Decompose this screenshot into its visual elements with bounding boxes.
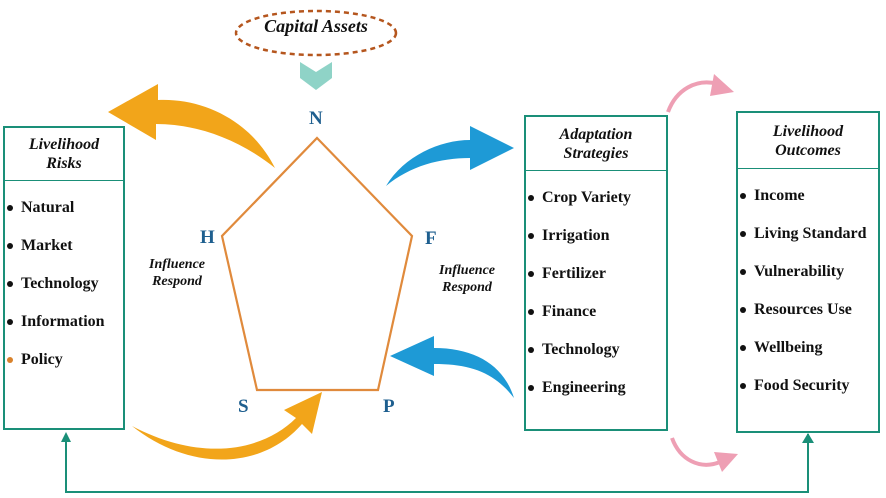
- livelihood-risks-box: Livelihood Risks Natural Market Technolo…: [3, 126, 125, 430]
- strategy-item-label: Crop Variety: [542, 189, 632, 206]
- adaptation-strategies-box: Adaptation Strategies Crop Variety Irrig…: [524, 115, 668, 431]
- bullet-icon: [528, 195, 534, 201]
- strategy-item-label: Technology: [542, 341, 620, 358]
- pink-arrow-top: [666, 80, 719, 113]
- bullet-icon: [7, 319, 13, 325]
- list-item: Crop Variety: [526, 188, 666, 226]
- left-influence-note: Influence Respond: [134, 256, 220, 290]
- risks-title-line2: Risks: [46, 155, 82, 172]
- list-item: Income: [738, 186, 878, 224]
- outcome-item-label: Resources Use: [754, 301, 852, 318]
- risk-item-label: Information: [21, 313, 105, 330]
- list-item: Natural: [5, 198, 123, 236]
- list-item: Wellbeing: [738, 338, 878, 376]
- bullet-icon: [740, 193, 746, 199]
- strategy-item-label: Fertilizer: [542, 265, 606, 282]
- vertex-s-label: S: [238, 396, 249, 417]
- outcome-item-label: Food Security: [754, 377, 850, 394]
- outcomes-title-line2: Outcomes: [775, 141, 841, 159]
- outcomes-title-line1: Livelihood: [772, 122, 844, 140]
- right-respond-text: Respond: [442, 280, 492, 295]
- bullet-icon: [528, 347, 534, 353]
- capital-chevron-icon: [300, 62, 332, 90]
- vertex-n-label: N: [309, 108, 323, 129]
- list-item: Technology: [526, 340, 666, 378]
- outcome-item-label: Income: [754, 187, 805, 204]
- risk-item-label: Natural: [21, 199, 75, 216]
- left-influence-text: Influence: [149, 257, 205, 272]
- vertex-p-label: P: [383, 396, 395, 417]
- list-item: Information: [5, 312, 123, 350]
- risk-item-label: Market: [21, 237, 73, 254]
- pink-arrowhead-top: [710, 74, 734, 96]
- vertex-h-label: H: [200, 227, 215, 248]
- list-item: Resources Use: [738, 300, 878, 338]
- outcomes-list: Income Living Standard Vulnerability Res…: [738, 186, 878, 414]
- risk-item-label: Policy: [21, 351, 63, 368]
- bullet-icon: [528, 309, 534, 315]
- right-influence-note: Influence Respond: [424, 262, 510, 296]
- list-item: Irrigation: [526, 226, 666, 264]
- list-item: Vulnerability: [738, 262, 878, 300]
- right-influence-text: Influence: [439, 263, 495, 278]
- bullet-icon: [7, 357, 13, 363]
- bullet-icon: [7, 281, 13, 287]
- outcome-item-label: Wellbeing: [754, 339, 823, 356]
- livelihood-outcomes-box: Livelihood Outcomes Income Living Standa…: [736, 111, 880, 433]
- adaptation-strategies-title: Adaptation Strategies: [526, 117, 666, 171]
- strategies-list: Crop Variety Irrigation Fertilizer Finan…: [526, 188, 666, 416]
- list-item: Market: [5, 236, 123, 274]
- vertex-f-label: F: [425, 228, 437, 249]
- list-item: Engineering: [526, 378, 666, 416]
- risks-list: Natural Market Technology Information Po…: [5, 198, 123, 388]
- list-item: Technology: [5, 274, 123, 312]
- strategies-title-line2: Strategies: [563, 144, 629, 162]
- bullet-icon: [7, 205, 13, 211]
- pink-arrowhead-bottom: [714, 452, 738, 472]
- capital-assets-ellipse: [234, 9, 398, 57]
- bullet-icon: [528, 271, 534, 277]
- list-item: Policy: [5, 350, 123, 388]
- bullet-icon: [740, 269, 746, 275]
- blue-arrow-bottom: [390, 336, 514, 398]
- livelihood-outcomes-title: Livelihood Outcomes: [738, 113, 878, 169]
- yellow-arrow-top: [108, 84, 275, 168]
- bullet-icon: [740, 307, 746, 313]
- list-item: Living Standard: [738, 224, 878, 262]
- asset-pentagon: [220, 136, 414, 392]
- strategy-item-label: Finance: [542, 303, 597, 320]
- livelihood-risks-title: Livelihood Risks: [5, 128, 123, 181]
- feedback-arrowhead-outcomes: [802, 433, 814, 443]
- bullet-icon: [740, 345, 746, 351]
- left-respond-text: Respond: [152, 274, 202, 289]
- feedback-line: [61, 432, 809, 493]
- strategies-title-line1: Adaptation: [559, 125, 633, 143]
- list-item: Fertilizer: [526, 264, 666, 302]
- strategy-item-label: Irrigation: [542, 227, 610, 244]
- list-item: Finance: [526, 302, 666, 340]
- yellow-arrow-bottom: [132, 392, 322, 460]
- risks-title-line1: Livelihood: [28, 136, 100, 153]
- bullet-icon: [528, 385, 534, 391]
- blue-arrow-top: [386, 126, 514, 186]
- outcome-item-label: Vulnerability: [754, 263, 845, 280]
- list-item: Food Security: [738, 376, 878, 414]
- bullet-icon: [528, 233, 534, 239]
- outcome-item-label: Living Standard: [754, 225, 867, 242]
- bullet-icon: [740, 383, 746, 389]
- bullet-icon: [7, 243, 13, 249]
- pink-arrow-bottom: [670, 437, 721, 467]
- bullet-icon: [740, 231, 746, 237]
- strategy-item-label: Engineering: [542, 379, 626, 396]
- risk-item-label: Technology: [21, 275, 99, 292]
- capital-assets-label: Capital Assets: [264, 16, 368, 36]
